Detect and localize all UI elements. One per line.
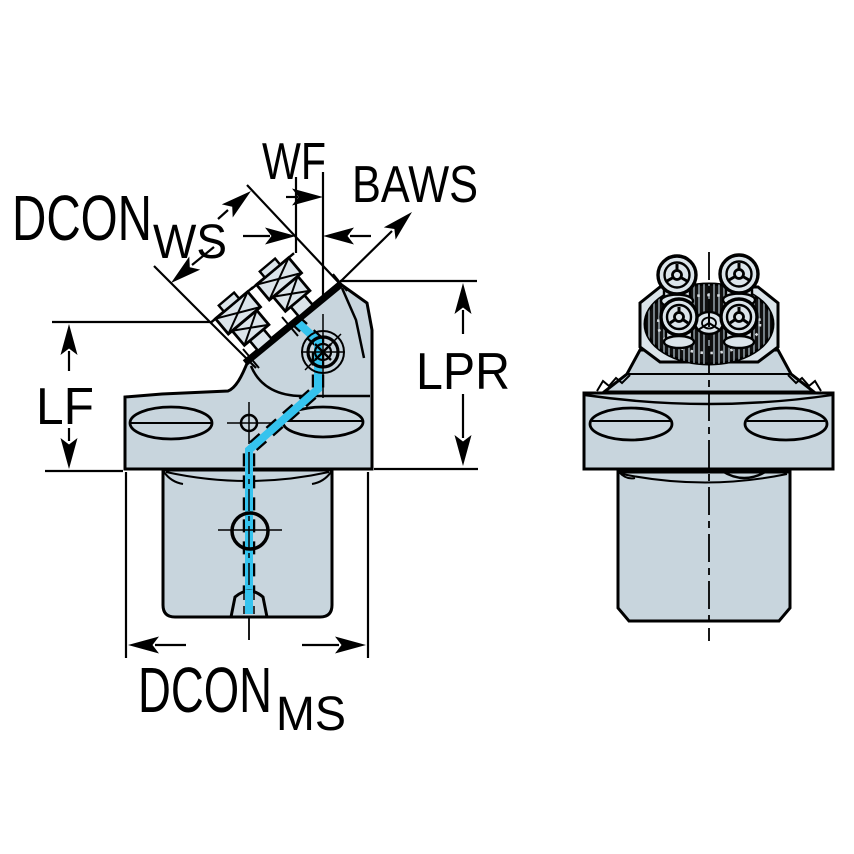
front-shank	[616, 469, 792, 623]
lens-slot	[743, 406, 829, 442]
label-lpr: LPR	[416, 343, 510, 401]
dconws-tail	[191, 246, 215, 266]
label-lf: LF	[36, 378, 94, 436]
face-tick	[242, 348, 260, 369]
socket-screw	[659, 297, 699, 350]
dimension-labels: DCONWS WF BAWS LPR LF DCONMS	[12, 133, 510, 741]
lf-arrow-top	[60, 324, 78, 355]
label-wf: WF	[262, 133, 326, 191]
shank-corner-arc	[311, 471, 332, 485]
dconws-ext-line-upper	[246, 184, 342, 286]
side-view	[123, 252, 374, 640]
dconms-arrow-right	[335, 636, 366, 654]
lpr-arrow-top	[454, 283, 472, 314]
lf-arrow-bottom	[60, 438, 78, 469]
dconws-tail	[217, 209, 229, 220]
wf-arrow-right	[323, 227, 354, 245]
disc-dot-ring	[656, 293, 762, 355]
insert-screw	[301, 314, 345, 398]
label-dcon-ms: DCONMS	[138, 654, 346, 741]
socket-screw	[719, 297, 759, 350]
lpr-arrow-bottom	[454, 435, 472, 466]
dimension-annotations	[45, 172, 478, 658]
coolant-plug	[229, 589, 269, 619]
lens-slot	[588, 406, 674, 442]
socket-screw	[656, 254, 698, 309]
shank-hole	[218, 511, 282, 551]
coolant-channel	[242, 314, 325, 612]
label-baws: BAWS	[352, 156, 478, 214]
shank-corner-arc	[163, 471, 184, 485]
baws-leader	[338, 230, 393, 284]
label-dcon-ws: DCONWS	[12, 182, 227, 269]
head-facet-line	[340, 287, 366, 359]
face-tick	[281, 316, 299, 337]
front-view	[582, 252, 835, 641]
clamp-screw-lower	[209, 286, 274, 353]
clamp-screw-upper	[250, 252, 315, 319]
flange-center-mark	[227, 402, 271, 444]
dconms-arrow-left	[128, 636, 159, 654]
